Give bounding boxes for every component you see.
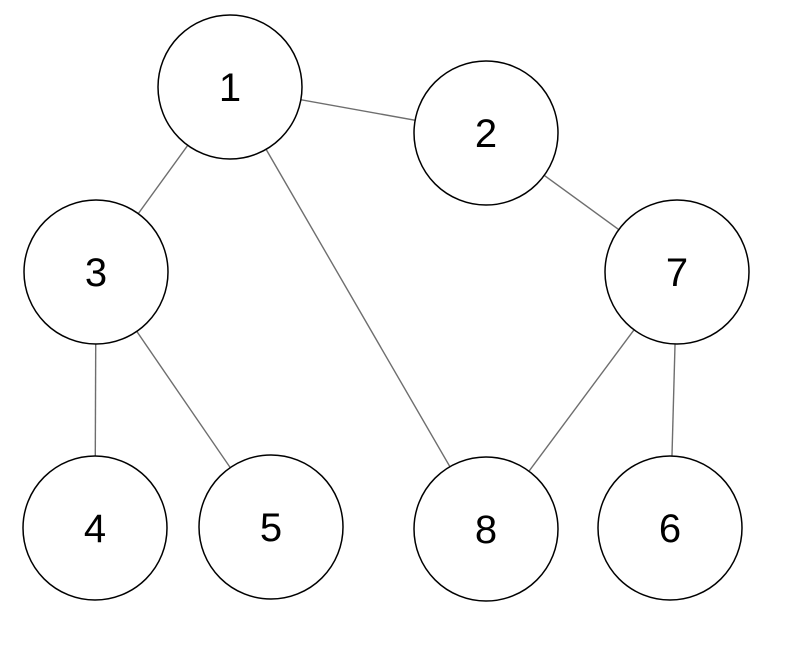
node-label-5: 5 xyxy=(260,506,282,550)
node-circle-8 xyxy=(413,456,559,602)
node-label-1: 1 xyxy=(219,66,241,110)
node-2: 2 xyxy=(413,60,559,206)
node-4: 4 xyxy=(22,455,168,601)
node-circle-3 xyxy=(23,199,169,345)
node-8: 8 xyxy=(413,456,559,602)
node-1: 1 xyxy=(157,14,303,160)
node-label-7: 7 xyxy=(666,251,688,295)
node-circle-1 xyxy=(157,14,303,160)
node-circle-6 xyxy=(597,455,743,601)
node-5: 5 xyxy=(198,454,344,600)
node-label-4: 4 xyxy=(84,507,106,551)
node-label-8: 8 xyxy=(475,508,497,552)
node-circle-5 xyxy=(198,454,344,600)
node-label-3: 3 xyxy=(85,251,107,295)
node-6: 6 xyxy=(597,455,743,601)
node-label-6: 6 xyxy=(659,507,681,551)
node-circle-7 xyxy=(604,199,750,345)
node-label-2: 2 xyxy=(475,112,497,156)
edge-1-8 xyxy=(229,86,487,530)
node-3: 3 xyxy=(23,199,169,345)
node-7: 7 xyxy=(604,199,750,345)
node-circle-4 xyxy=(22,455,168,601)
node-circle-2 xyxy=(413,60,559,206)
